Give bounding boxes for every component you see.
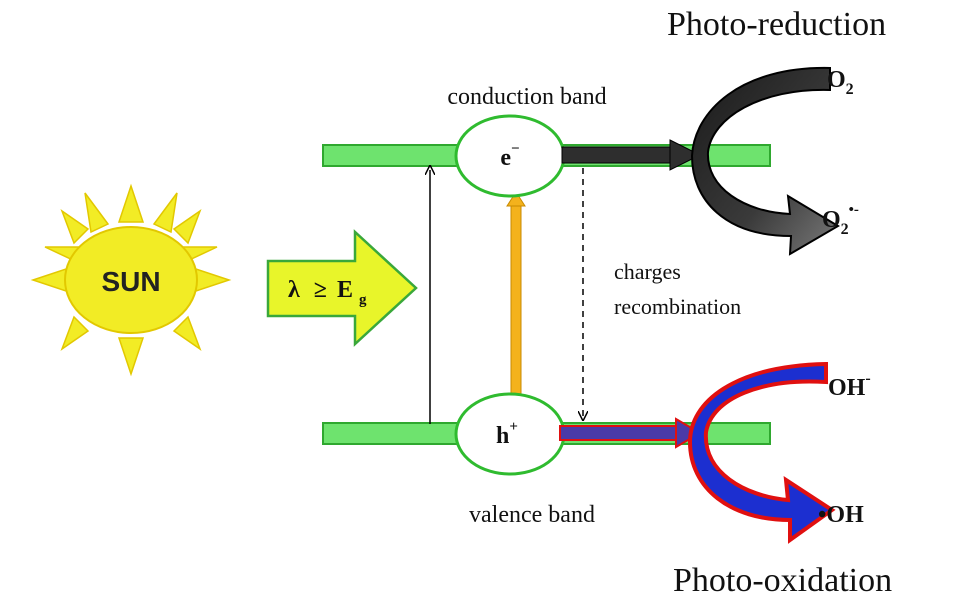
lambda-label: λ ≥ E g bbox=[288, 277, 367, 308]
sun: SUN bbox=[30, 183, 232, 377]
o2-label: O2 bbox=[827, 67, 854, 98]
electron-label: e− bbox=[500, 141, 519, 171]
recombination-label: charges recombination bbox=[614, 259, 741, 319]
hole-transfer-arrow bbox=[559, 417, 702, 449]
oxidation-curved-arrow bbox=[687, 361, 836, 544]
sun-disc bbox=[64, 226, 198, 334]
oh-minus-label: OH- bbox=[828, 370, 871, 401]
reduction-curved-arrow bbox=[690, 66, 840, 256]
hole-node: h+ bbox=[454, 392, 566, 476]
lambda-arrow: λ ≥ E g bbox=[266, 229, 418, 347]
electron-excitation-arrow bbox=[506, 191, 526, 405]
electron-transfer-arrow bbox=[561, 139, 702, 171]
photo-oxidation-title: Photo-oxidation bbox=[673, 562, 892, 599]
sun-label: SUN bbox=[101, 266, 160, 297]
photo-reduction-title: Photo-reduction bbox=[667, 6, 886, 43]
hole-label: h+ bbox=[496, 419, 518, 449]
o2-radical-label: O2•- bbox=[822, 202, 859, 238]
conduction-band-label: conduction band bbox=[447, 84, 606, 110]
valence-band-label: valence band bbox=[469, 502, 595, 528]
oh-radical-label: •OH bbox=[818, 502, 864, 528]
electron-node: e− bbox=[454, 114, 566, 198]
